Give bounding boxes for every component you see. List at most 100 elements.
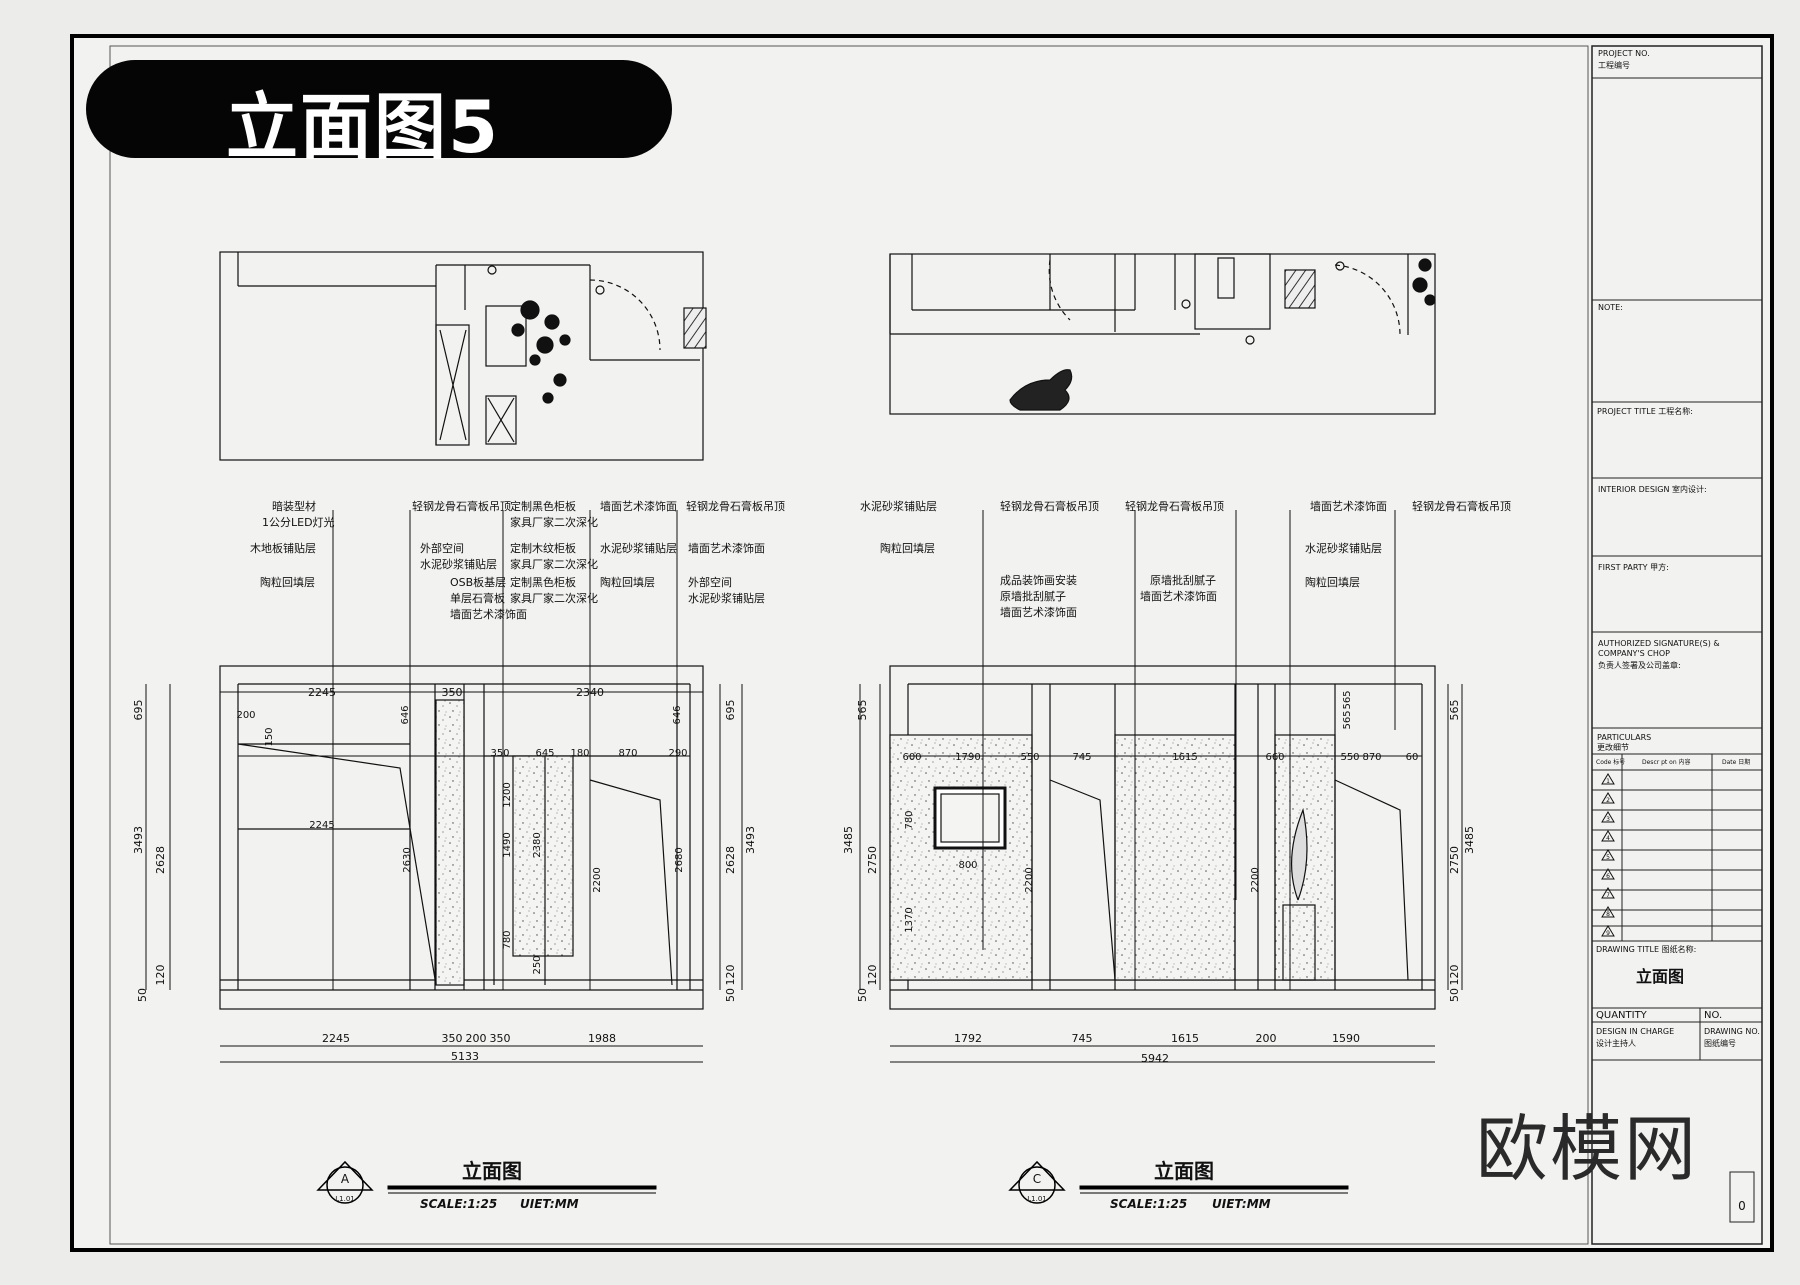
elevation-c-note: 墙面艺术漆饰面: [1000, 605, 1077, 619]
marker-sub: L1.01: [335, 1195, 355, 1203]
dim-right: 565: [1448, 700, 1461, 721]
interior-design-label: INTERIOR DESIGN 室内设计:: [1598, 484, 1707, 494]
plan-view-a: [219, 251, 707, 461]
dim-inner: 646: [400, 705, 411, 724]
marker-letter: C: [1033, 1172, 1041, 1186]
elevation-a-note: 外部空间: [420, 541, 464, 555]
dimension-lines: [145, 684, 1463, 1063]
view-unit: UIET:MM: [520, 1197, 579, 1211]
company-chop-label: COMPANY'S CHOP: [1598, 649, 1670, 658]
dim-right: 120: [724, 965, 737, 986]
marker-sub: L1.01: [1027, 1195, 1047, 1203]
revision-triangle-icon: [1601, 925, 1615, 937]
revision-mark: 8: [1606, 911, 1610, 918]
note-label: NOTE:: [1598, 303, 1623, 312]
dim-inner: 150: [264, 727, 275, 746]
elevation-a-drawing: [219, 665, 704, 1010]
elevation-a-note: 定制黑色柜板: [510, 575, 576, 589]
revision-mark: 3: [1606, 816, 1610, 823]
dim-inner: 180: [570, 748, 589, 759]
dim-right: 3493: [744, 826, 757, 854]
dim-vertical: 1200: [502, 782, 513, 807]
plan-view-c: [889, 253, 1436, 415]
revision-mark: 7: [1606, 892, 1610, 899]
dim-top: 2340: [576, 686, 604, 699]
sheet-no: 0: [1738, 1199, 1746, 1213]
cat-figure: [1009, 369, 1073, 411]
revision-triangle-icon: [1601, 906, 1615, 918]
view-title: 立面图: [1154, 1159, 1214, 1183]
revision-triangle-icon: [1601, 792, 1615, 804]
revision-triangle-icon: [1601, 830, 1615, 842]
leader-lines: [332, 510, 1396, 990]
dim-vertical: 250: [532, 955, 543, 974]
project-no-label: PROJECT NO.: [1598, 49, 1650, 58]
elevation-c-note: 墙面艺术漆饰面: [1310, 499, 1387, 513]
title-block-frame: [1591, 45, 1763, 1245]
elevation-c-note: 轻钢龙骨石膏板吊顶: [1125, 499, 1224, 513]
plant-symbol-a: [511, 300, 571, 404]
elevation-a-note: 墙面艺术漆饰面: [688, 541, 765, 555]
outer-border: [70, 34, 1774, 1252]
quantity-label: QUANTITY: [1596, 1010, 1648, 1021]
authorized-label: AUTHORIZED SIGNATURE(S) &: [1598, 639, 1720, 648]
title-banner: 立面图5: [86, 60, 672, 169]
dim-right: 50: [1448, 988, 1461, 1002]
stone-panel-a: [435, 699, 465, 986]
dim-left: 2750: [866, 846, 879, 874]
side-table: [1282, 904, 1316, 981]
view-markers: [316, 1160, 1066, 1204]
elevation-c-note: 陶粒回填层: [880, 541, 935, 555]
elevation-a-note: 家具厂家二次深化: [510, 557, 598, 571]
dim-inner: 660: [1265, 752, 1284, 763]
elevation-a-note: 轻钢龙骨石膏板吊顶: [686, 499, 785, 513]
dim-bottom: 745: [1072, 1032, 1093, 1045]
dim-inner: 1790: [955, 752, 980, 763]
dim-inner: 870: [1362, 752, 1381, 763]
dim-vertical: 780: [502, 930, 513, 949]
dim-inner: 550: [1020, 752, 1039, 763]
dim-left: 50: [136, 988, 149, 1002]
elevation-c-note: 轻钢龙骨石膏板吊顶: [1000, 499, 1099, 513]
view-title: 立面图: [462, 1159, 522, 1183]
table-header: Code 标号: [1596, 758, 1625, 766]
dim-inner: 565: [1342, 710, 1353, 729]
dim-inner: 745: [1072, 752, 1091, 763]
elevation-a-note: 暗装型材: [272, 499, 316, 513]
revision-mark: 9: [1606, 930, 1610, 937]
dim-vertical: 2380: [532, 832, 543, 857]
dim-vertical: 2630: [402, 847, 413, 872]
view-unit: UIET:MM: [1212, 1197, 1271, 1211]
dim-inner: 565: [1342, 690, 1353, 709]
dim-bottom: 1590: [1332, 1032, 1360, 1045]
dim-left: 50: [856, 988, 869, 1002]
dim-inner: 200: [236, 710, 255, 721]
revision-triangle-icon: [1601, 811, 1615, 823]
dim-right: 2628: [724, 846, 737, 874]
dim-total: 5942: [1141, 1052, 1169, 1065]
elevation-a-note: 定制黑色柜板: [510, 499, 576, 513]
elevation-c-note: 原墙批刮腻子: [1150, 573, 1216, 587]
dim-inner: 870: [618, 748, 637, 759]
revision-mark: 2: [1606, 797, 1610, 804]
dim-left: 3485: [842, 826, 855, 854]
dim-vertical: 2680: [674, 847, 685, 872]
dim-left: 2628: [154, 846, 167, 874]
brand-watermark: 欧模网: [1476, 1107, 1699, 1191]
dim-top: 2245: [308, 686, 336, 699]
dim-inner: 60: [1406, 752, 1419, 763]
project-no-cn: 工程编号: [1598, 60, 1630, 70]
drawing-title: 立面图: [1636, 967, 1684, 986]
revision-triangle-icon: [1601, 773, 1615, 785]
dim-left: 695: [132, 700, 145, 721]
dim-bottom: 2245: [322, 1032, 350, 1045]
dim-bottom: 200: [466, 1032, 487, 1045]
dim-inner: 646: [672, 705, 683, 724]
stone-panel-c1: [889, 734, 1033, 981]
elevation-a-note: 单层石膏板: [450, 591, 505, 605]
company-chop-cn: 负责人签署及公司盖章:: [1598, 660, 1681, 670]
no-label: NO.: [1704, 1010, 1722, 1021]
dim-bottom: 1615: [1171, 1032, 1199, 1045]
dim-bottom: 350: [442, 1032, 463, 1045]
view-scale: SCALE:1:25: [1110, 1197, 1187, 1211]
